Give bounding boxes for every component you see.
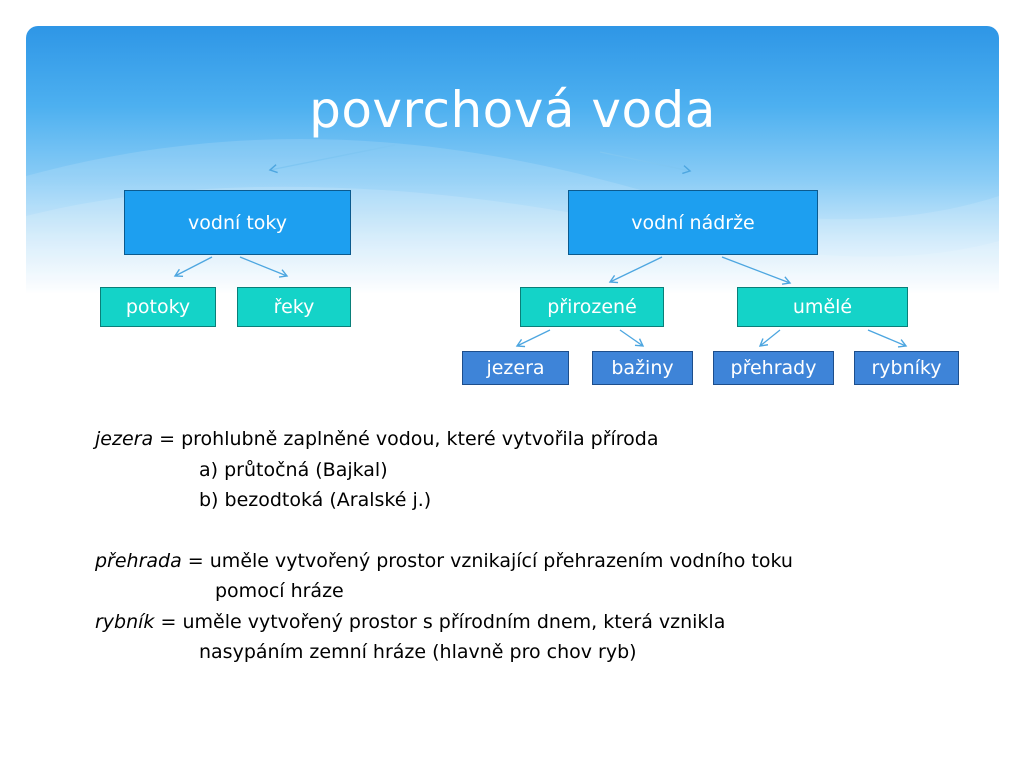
def-text: = prohlubně zaplněné vodou, které vytvoř… — [153, 428, 659, 450]
node-potoky: potoky — [100, 287, 216, 327]
definitions-text: jezera = prohlubně zaplněné vodou, které… — [95, 424, 955, 668]
node-prirozene: přirozené — [520, 287, 664, 327]
def-continuation: nasypáním zemní hráze (hlavně pro chov r… — [199, 641, 637, 663]
node-jezera: jezera — [462, 351, 569, 385]
def-text: = uměle vytvořený prostor vznikající pře… — [181, 549, 793, 572]
arrow-toky-to-reky — [239, 256, 289, 278]
arrow-prirozene-to-baziny — [619, 329, 645, 347]
arrow-nadrze-to-umele — [721, 256, 792, 285]
node-prehrady: přehrady — [713, 351, 834, 385]
def-text: = uměle vytvořený prostor s přírodním dn… — [154, 610, 726, 633]
arrow-umele-to-rybniky — [867, 329, 908, 348]
node-vodni-nadrze: vodní nádrže — [568, 190, 818, 255]
def-list-item: a) průtočná (Bajkal) — [199, 458, 388, 481]
node-reky: řeky — [237, 287, 351, 327]
def-list-item: b) bezodtoká (Aralské j.) — [199, 489, 432, 511]
node-rybniky: rybníky — [854, 351, 959, 385]
node-umele: umělé — [737, 287, 908, 327]
arrow-title-to-vodni-nadrze — [599, 151, 692, 175]
def-rybnik: rybník = uměle vytvořený prostor s příro… — [95, 607, 955, 638]
arrow-umele-to-prehrady — [758, 329, 781, 347]
arrow-title-to-vodni-toky — [268, 144, 396, 174]
arrow-toky-to-potoky — [173, 256, 213, 278]
arrow-nadrze-to-prirozene — [608, 256, 663, 284]
node-vodni-toky: vodní toky — [124, 190, 351, 255]
def-term: přehrada — [95, 549, 182, 572]
def-term: jezera — [95, 428, 154, 450]
def-term: rybník — [95, 610, 155, 633]
def-prehrada: přehrada = uměle vytvořený prostor vznik… — [95, 546, 955, 577]
node-baziny: bažiny — [592, 351, 693, 385]
def-jezera: jezera = prohlubně zaplněné vodou, které… — [95, 424, 955, 455]
def-continuation: pomocí hráze — [215, 580, 344, 602]
arrow-prirozene-to-jezera — [515, 329, 551, 348]
page-title: povrchová voda — [309, 81, 716, 139]
